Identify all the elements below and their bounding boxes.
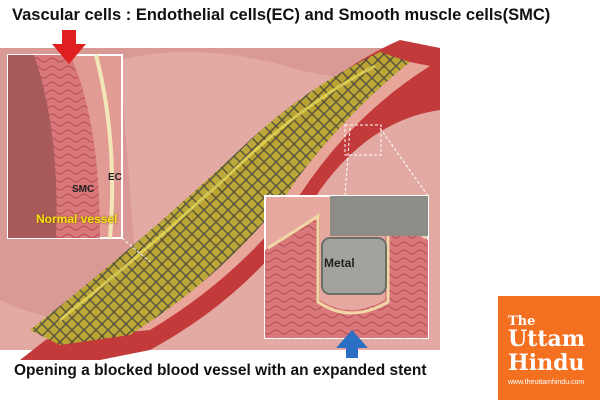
- red-arrow-icon: [52, 30, 86, 64]
- diagram-title: Vascular cells : Endothelial cells(EC) a…: [12, 6, 551, 24]
- strut-source-box: [344, 124, 382, 156]
- diagram-caption: Opening a blocked blood vessel with an e…: [14, 362, 427, 379]
- metal-strut: [321, 237, 387, 295]
- logo-url: www.theuttamhindu.com: [508, 379, 585, 386]
- metal-strut-top: [330, 196, 428, 236]
- label-smc: SMC: [72, 184, 95, 195]
- inset-connector-line: [121, 237, 151, 263]
- label-normal-vessel: Normal vessel: [36, 212, 118, 226]
- stent-mesh: [30, 52, 410, 345]
- inset-adventitia: [8, 55, 57, 238]
- logo-hindu: Hindu: [508, 350, 585, 376]
- strut-connector-line-a: [344, 127, 351, 197]
- blue-arrow-icon: [336, 330, 368, 358]
- label-metal: Metal: [324, 256, 355, 270]
- label-ec: EC: [108, 172, 122, 183]
- logo-uttam: Uttam: [508, 326, 586, 352]
- uttam-hindu-logo: The Uttam Hindu www.theuttamhindu.com: [498, 296, 600, 400]
- stent-highlight: [59, 64, 376, 322]
- inset-endothelium: [94, 54, 115, 239]
- strut-connector-line-b: [379, 127, 429, 197]
- logo-the: The: [508, 314, 536, 329]
